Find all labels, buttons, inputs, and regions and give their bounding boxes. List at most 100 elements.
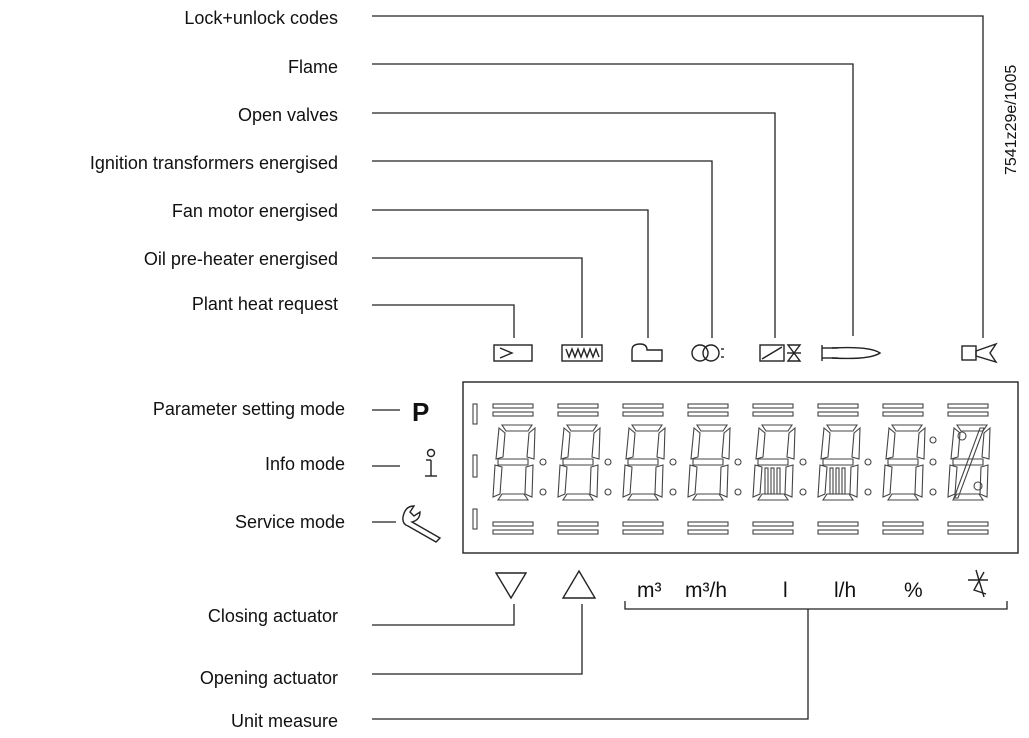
lcd-top-bars [492,403,989,417]
label-param-mode: Parameter setting mode [153,399,345,419]
parameter-mode-letter: P [412,397,429,427]
digit-segment [757,458,789,466]
digit-segment [979,464,989,498]
fuel-valve-icon [968,569,988,598]
digit-segment [951,493,985,501]
label-opening-actuator: Opening actuator [200,668,338,688]
digit-segment [690,426,701,460]
decimal-dot [929,458,937,466]
digit-segment [497,458,529,466]
lcd-top-bar [752,411,794,417]
decimal-dot [864,488,872,496]
lcd-top-bar [557,403,599,409]
lcd-bottom-bar [622,529,664,535]
label-info-mode: Info mode [265,454,345,474]
digit-segment [981,426,991,460]
lcd-top-bar [817,411,859,417]
digit-segment [820,426,831,460]
digit-segment [687,464,698,498]
top-leader-lines [372,15,984,338]
lcd-bottom-bar [882,529,924,535]
unit-m3: m³ [637,579,662,602]
unit-l: l [783,579,788,602]
lcd-bottom-bar [752,521,794,527]
label-closing-actuator: Closing actuator [208,606,338,626]
digit-segment [719,464,729,498]
lcd-top-bar [687,403,729,409]
digit-segment [630,424,664,432]
document-code: 7541z29e/1005 [1003,65,1020,175]
digit-segment [760,424,794,432]
flame-icon [821,345,882,361]
digit-segment [627,458,659,466]
decimal-dot [799,458,807,466]
decimal-dot [864,458,872,466]
digit-segment [755,426,766,460]
decimal-dot [604,458,612,466]
lcd-top-bar [492,403,534,409]
lcd-top-bar [882,403,924,409]
label-lock-unlock: Lock+unlock codes [184,8,338,28]
digit-segment [885,426,896,460]
unit-m3h: m³/h [685,579,727,602]
digit-segment [500,424,534,432]
percent-dot [957,431,967,441]
label-ignition: Ignition transformers energised [90,153,338,173]
digit-segment [882,464,893,498]
lcd-top-bar [557,411,599,417]
digit-segment [786,426,796,460]
digit-inner-bar [829,467,834,495]
decimal-dot [539,458,547,466]
digit-segment [821,493,855,501]
digit-segment [524,464,534,498]
digit-segment [721,426,731,460]
label-service-mode: Service mode [235,512,345,532]
lcd-top-bar [622,403,664,409]
lcd-panel [462,381,1019,554]
digit-segment [589,464,599,498]
digit-segment [656,426,666,460]
lcd-top-bar [947,411,989,417]
digit-segment [526,426,536,460]
lcd-bottom-bar [882,521,924,527]
plant-heat-request-icon [493,344,533,362]
digit-segment [557,464,568,498]
decimal-dot [799,488,807,496]
unit-lh: l/h [834,579,856,602]
digit-segment [626,493,660,501]
digit-inner-bar [841,467,846,495]
decimal-dot [669,488,677,496]
fan-motor-icon [631,343,663,362]
ignition-transformer-icon [691,344,724,362]
label-plant-heat: Plant heat request [192,294,338,314]
lcd-top-bar [622,411,664,417]
lcd-bottom-bar [947,529,989,535]
digit-inner-bar [770,467,775,495]
digit-segment [562,458,594,466]
digit-segment [625,426,636,460]
digit-segment [654,464,664,498]
digit-segment [756,493,790,501]
digit-segment [916,426,926,460]
lcd-top-bar [947,403,989,409]
digit-segment [495,426,506,460]
digit-segment [695,424,729,432]
lcd-bottom-bar [817,521,859,527]
digit-segment [691,493,725,501]
decimal-dot [539,488,547,496]
lcd-bottom-bar [557,529,599,535]
info-icon [425,448,437,477]
up-triangle-icon [561,569,597,599]
digit-inner-bar [764,467,769,495]
down-triangle-icon [494,572,528,600]
digit-segment [887,458,919,466]
lcd-bottom-bar [817,529,859,535]
unit-bracket [624,601,1008,610]
digit-segment [817,464,828,498]
oil-preheater-icon [561,344,603,362]
label-flame: Flame [288,57,338,77]
lcd-top-bar [687,411,729,417]
digit-segment [565,424,599,432]
lcd-bottom-bar [492,529,534,535]
digit-segment [886,493,920,501]
